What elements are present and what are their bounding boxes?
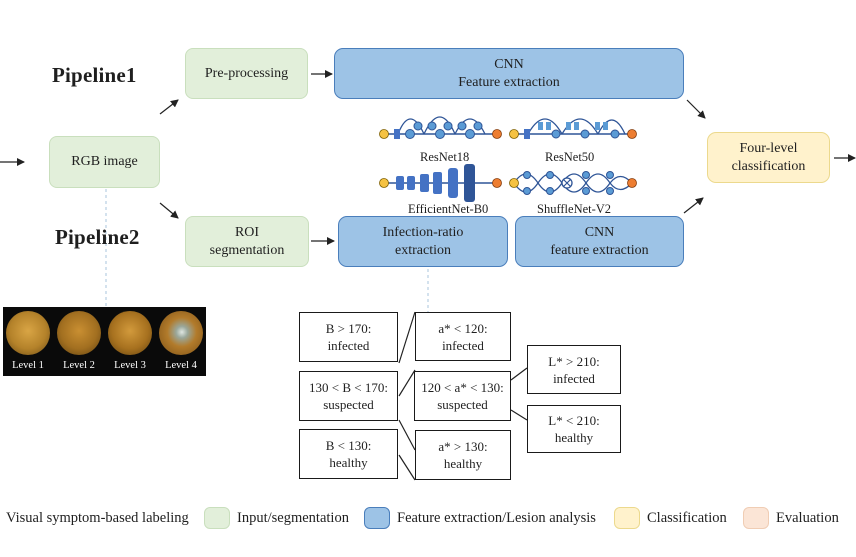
leaf-level-4-label: Level 4 — [165, 360, 197, 371]
rule-a-infected: a* < 120: infected — [415, 312, 511, 361]
rule-l-healthy-class: healthy — [554, 430, 594, 445]
rule-b-suspected-class: suspected — [323, 397, 374, 412]
connector-a-to-l-2 — [510, 409, 528, 421]
rule-b-suspected-cond: 130 < B < 170: — [309, 380, 388, 395]
preprocessing-node: Pre-processing — [185, 48, 308, 99]
rule-a-suspected: 120 < a* < 130: suspected — [414, 371, 511, 421]
connector-b-to-a-3 — [398, 419, 416, 451]
arrow-rgb-to-roi — [159, 202, 179, 219]
legend-input-segmentation: Input/segmentation — [237, 510, 349, 526]
rule-a-healthy-cond: a* > 130: — [438, 439, 488, 454]
arrow-cnn-to-classification — [686, 99, 706, 119]
efficientnet-icon — [379, 164, 502, 202]
preprocessing-label: Pre-processing — [204, 65, 289, 81]
rule-b-suspected: 130 < B < 170: suspected — [299, 371, 398, 421]
rule-a-suspected-cond: 120 < a* < 130: — [421, 380, 504, 395]
classification-line1: Four-level — [739, 140, 798, 156]
pipeline2-title: Pipeline2 — [55, 225, 140, 249]
infection-ratio-line1: Infection-ratio — [382, 224, 464, 240]
rule-a-infected-class: infected — [442, 337, 484, 353]
leaf-level-1-label: Level 1 — [12, 360, 44, 371]
legend-swatch-feature — [364, 507, 390, 529]
resnet50-label: ResNet50 — [545, 150, 595, 164]
leaf-symptom-photo: Level 1 Level 2 Level 3 Level 4 — [3, 307, 206, 376]
leaf-level-2-label: Level 2 — [63, 360, 95, 371]
connector-b-to-a-2 — [398, 369, 416, 397]
rule-b-healthy-class: healthy — [329, 455, 368, 470]
arrow-cnn2-to-classification — [683, 197, 704, 214]
pipeline1-title: Pipeline1 — [52, 63, 137, 87]
cnn2-label-line1: CNN — [584, 224, 615, 240]
rule-a-infected-cond: a* < 120: — [438, 320, 488, 336]
legend-classification: Classification — [647, 510, 727, 526]
infection-ratio-node: Infection-ratio extraction — [338, 216, 508, 267]
rgb-image-node: RGB image — [49, 136, 160, 188]
rule-l-infected-cond: L* > 210: — [548, 353, 600, 369]
roi-segmentation-node: ROI segmentation — [185, 216, 309, 267]
rule-l-infected: L* > 210: infected — [527, 345, 621, 394]
rule-a-healthy-class: healthy — [443, 456, 483, 471]
rule-a-suspected-class: suspected — [437, 397, 488, 412]
leaf-level-2-image — [57, 311, 101, 355]
cnn2-label-line2: feature extraction — [550, 242, 649, 258]
connector-b-to-a — [398, 311, 416, 364]
rule-b-healthy: B < 130: healthy — [299, 429, 398, 479]
rule-l-healthy-cond: L* < 210: — [548, 413, 600, 428]
legend-feature-extraction: Feature extraction/Lesion analysis — [397, 510, 596, 526]
legend-visual-labeling: Visual symptom-based labeling — [6, 510, 189, 526]
rule-l-infected-class: infected — [553, 370, 595, 386]
connector-b-to-a-4 — [398, 454, 416, 481]
legend-swatch-classification — [614, 507, 640, 529]
rule-l-healthy: L* < 210: healthy — [527, 405, 621, 453]
rule-b-infected-class: infected — [327, 338, 370, 353]
shufflenet-label: ShuffleNet-V2 — [537, 202, 612, 216]
resnet50-icon — [509, 118, 637, 139]
efficientnet-label: EfficientNet-B0 — [408, 202, 489, 216]
cnn1-label-line1: CNN — [494, 56, 524, 72]
roi-label-line1: ROI — [234, 224, 260, 240]
roi-label-line2: segmentation — [209, 242, 285, 258]
classification-line2: classification — [731, 158, 806, 174]
legend-evaluation: Evaluation — [776, 510, 839, 526]
connector-a-to-l — [510, 367, 528, 381]
rule-b-infected-cond: B > 170: — [325, 321, 372, 336]
cnn1-label-line2: Feature extraction — [458, 74, 560, 90]
legend-swatch-input — [204, 507, 230, 529]
leaf-level-3-image — [108, 311, 152, 355]
infection-ratio-line2: extraction — [395, 242, 451, 258]
rgb-image-label: RGB image — [71, 154, 138, 169]
arrow-rgb-to-preprocessing — [159, 99, 179, 115]
cnn-feature-extraction-node-1: CNN Feature extraction — [334, 48, 684, 99]
four-level-classification-node: Four-level classification — [707, 132, 830, 183]
resnet18-icon — [379, 116, 502, 139]
resnet18-label: ResNet18 — [420, 150, 470, 164]
rule-b-healthy-cond: B < 130: — [325, 438, 372, 453]
rule-a-healthy: a* > 130: healthy — [415, 430, 511, 480]
leaf-level-1-image — [6, 311, 50, 355]
cnn-feature-extraction-node-2: CNN feature extraction — [515, 216, 684, 267]
leaf-level-4-image — [159, 311, 203, 355]
legend-swatch-evaluation — [743, 507, 769, 529]
rule-b-infected: B > 170: infected — [299, 312, 398, 362]
leaf-level-3-label: Level 3 — [114, 360, 146, 371]
shufflenet-icon — [509, 171, 637, 195]
